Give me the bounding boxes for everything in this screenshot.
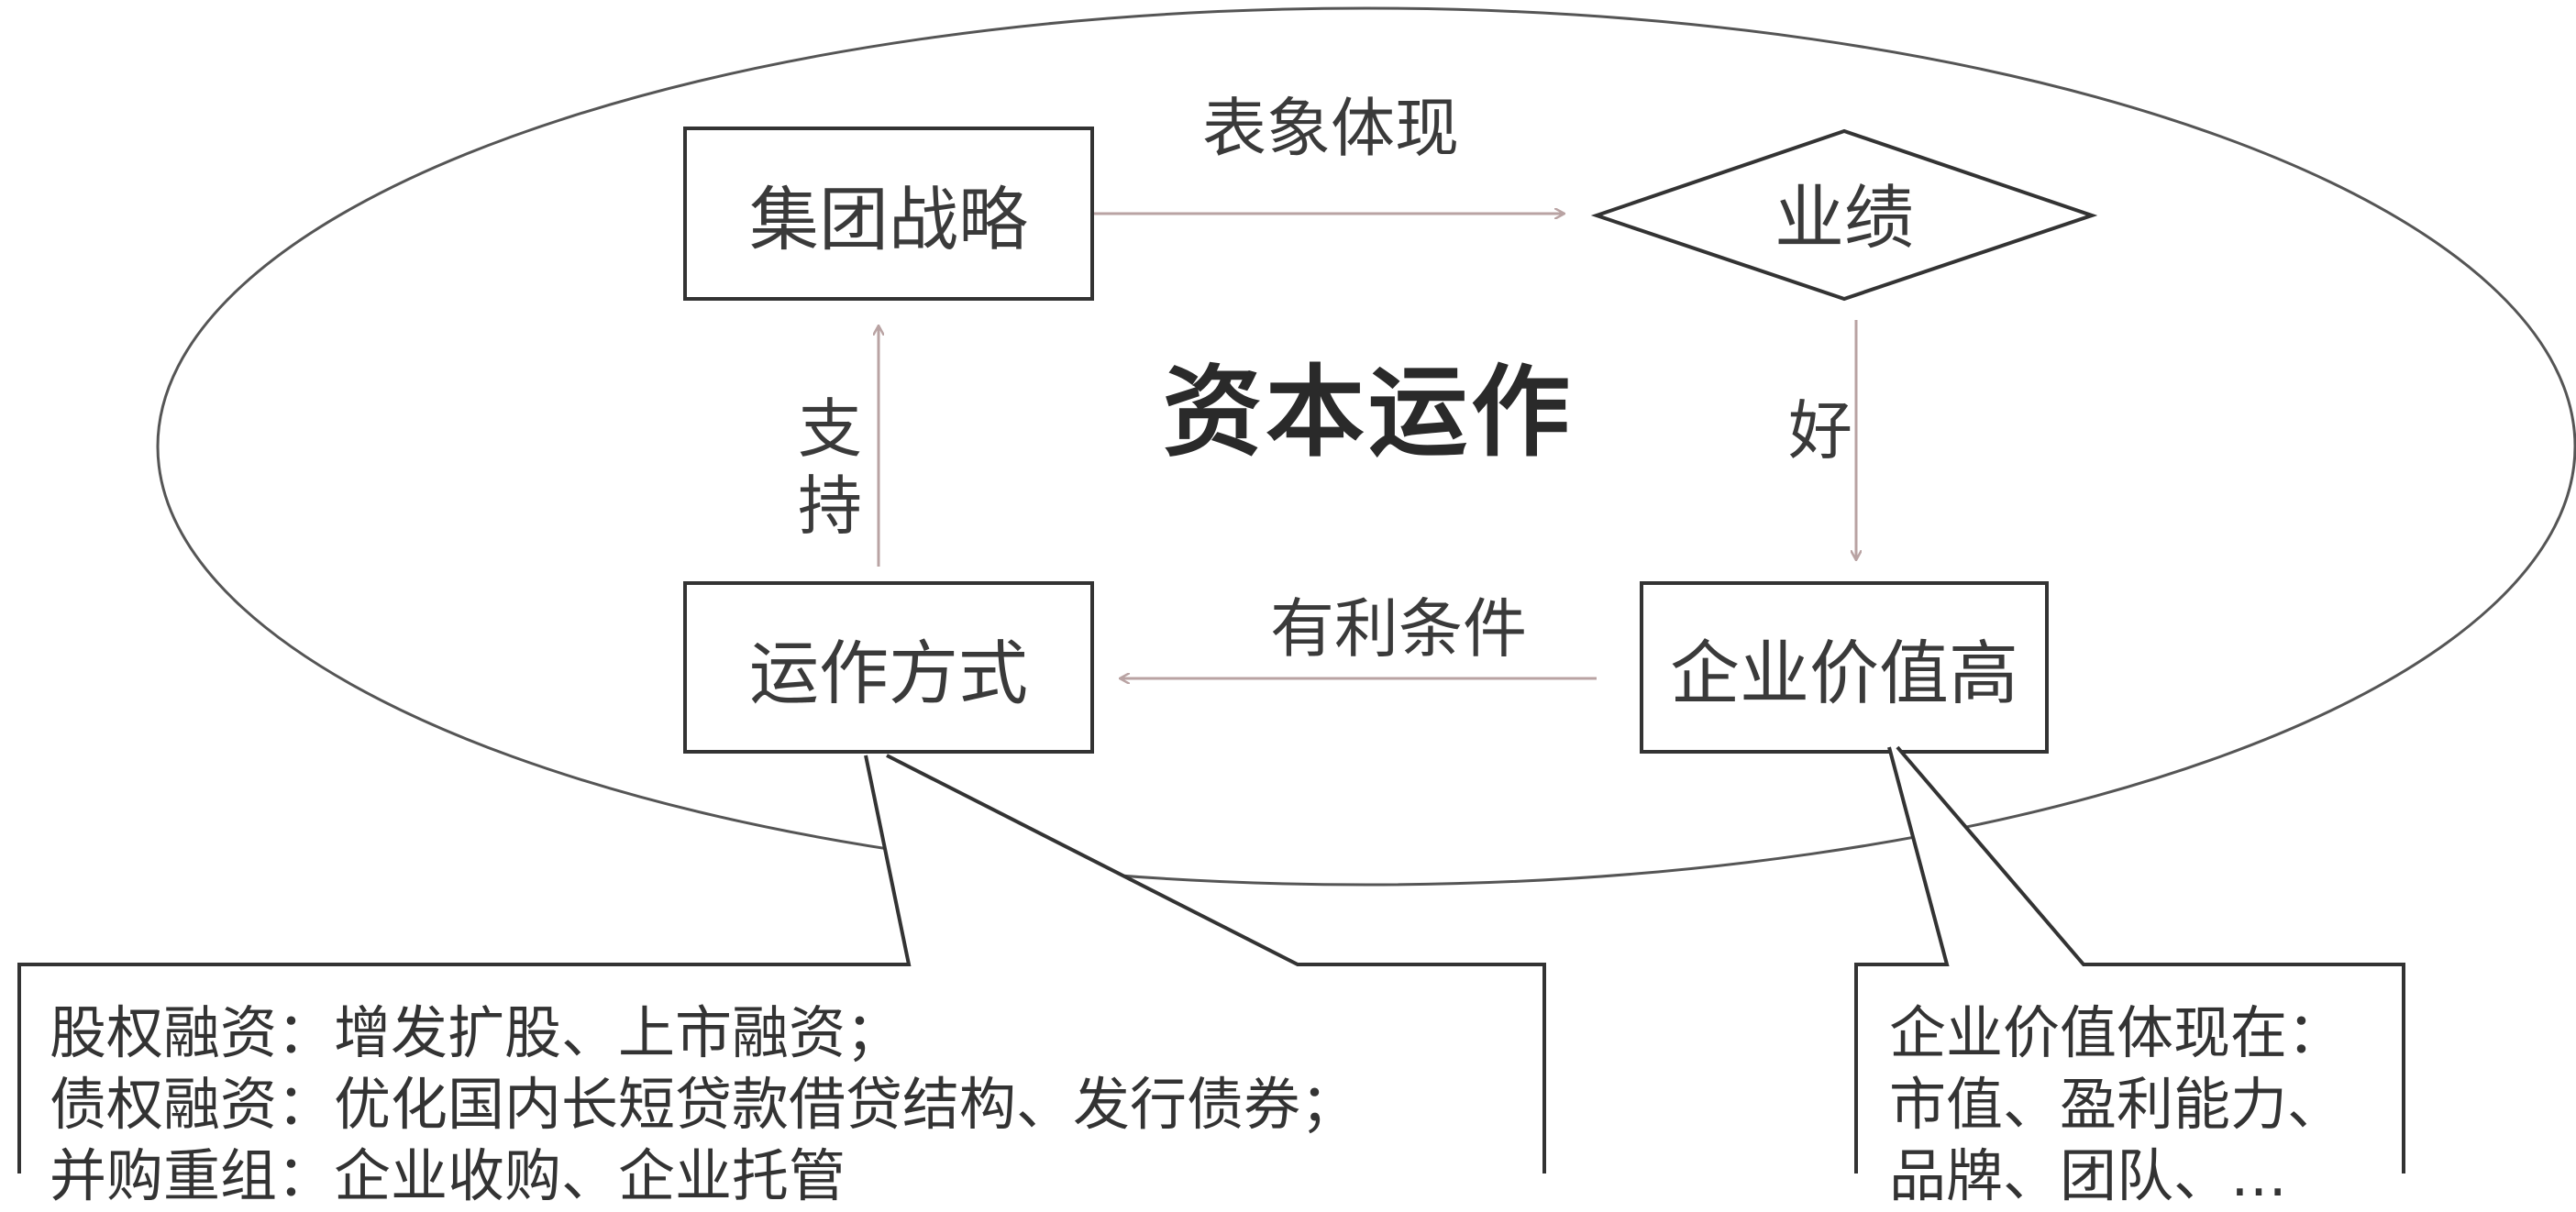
group-strategy-box: [683, 127, 1094, 301]
node-group-strategy: 集团战略: [749, 179, 1028, 260]
capital-operation-ellipse: [156, 6, 2576, 887]
node-high-enterprise-value: 企业价值高: [1670, 633, 2018, 714]
note-line: 品牌、团队、…: [1889, 1142, 2288, 1209]
center-label: 资本运作: [1162, 356, 1575, 470]
diagram-canvas: [17, 6, 2576, 1173]
note-line: 股权融资：增发扩股、上市融资；: [50, 999, 903, 1066]
value-callout-text: 企业价值体现在： 市值、盈利能力、 品牌、团队、…: [1889, 997, 2344, 1212]
note-line: 市值、盈利能力、: [1889, 1071, 2345, 1138]
operation-mode-box: [683, 581, 1094, 754]
node-operation-mode: 运作方式: [749, 633, 1028, 714]
note-line: 并购重组：企业收购、企业托管: [50, 1142, 846, 1209]
node-performance: 业绩: [1774, 177, 1914, 259]
value-callout-shape: [1854, 745, 2405, 1173]
edge-label-favorable: 有利条件: [1270, 591, 1527, 667]
edge-label-support: 支持: [798, 391, 862, 544]
operation-callout-shape: [17, 754, 1546, 1173]
edge-label-good: 好: [1788, 393, 1852, 468]
edge-label-appearance: 表象体现: [1202, 91, 1459, 166]
operation-callout-text: 股权融资：增发扩股、上市融资； 债权融资：优化国内长短贷款借贷结构、发行债券； …: [50, 997, 1357, 1212]
performance-diamond: [1590, 128, 2098, 302]
enterprise-value-box: [1640, 581, 2049, 754]
note-line: 企业价值体现在：: [1889, 999, 2345, 1066]
note-line: 债权融资：优化国内长短贷款借贷结构、发行债券；: [50, 1071, 1358, 1138]
